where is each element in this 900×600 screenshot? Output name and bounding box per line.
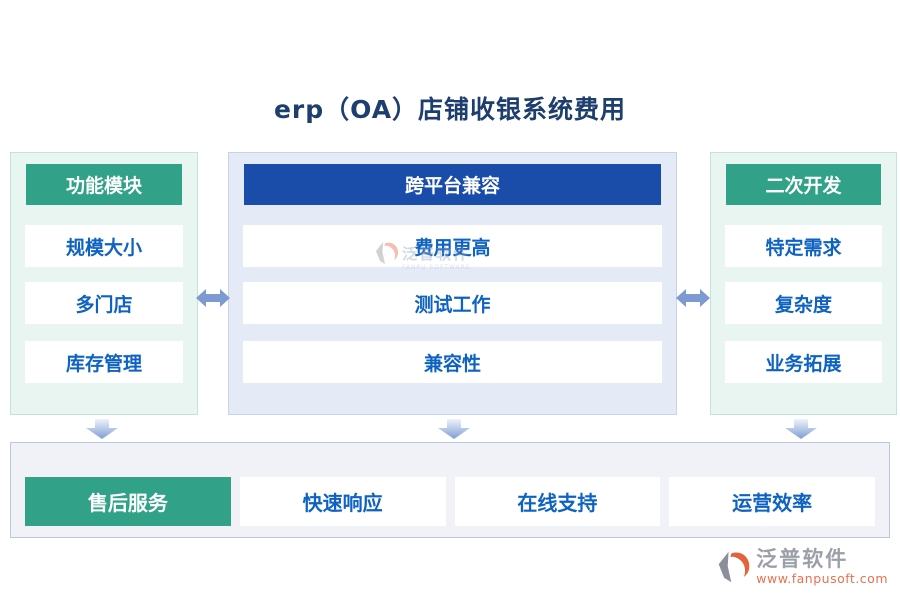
right-column-panel: 二次开发 特定需求 复杂度 业务拓展 — [710, 152, 897, 415]
footer-brand: 泛普软件 — [756, 547, 849, 571]
footer-url: www.fanpusoft.com — [756, 571, 888, 587]
footer-logo: 泛普软件 www.fanpusoft.com — [716, 547, 888, 590]
left-column-header: 功能模块 — [26, 164, 182, 205]
down-arrow-icon — [84, 419, 120, 439]
middle-column-item: 测试工作 — [243, 282, 662, 324]
left-column-item: 规模大小 — [25, 225, 183, 267]
left-column-panel: 功能模块 规模大小 多门店 库存管理 — [10, 152, 198, 415]
page-title: erp（OA）店铺收银系统费用 — [273, 95, 627, 124]
double-arrow-icon — [676, 285, 710, 311]
bottom-bar-item: 运营效率 — [669, 477, 875, 526]
left-column-item: 库存管理 — [25, 341, 183, 383]
left-column-item: 多门店 — [25, 282, 183, 324]
bottom-bar-item: 售后服务 — [25, 477, 231, 526]
right-column-item: 复杂度 — [725, 282, 882, 324]
right-column-item: 特定需求 — [725, 225, 882, 267]
middle-column-panel: 跨平台兼容 费用更高 测试工作 兼容性 — [228, 152, 677, 415]
middle-column-item: 兼容性 — [243, 341, 662, 383]
right-column-header: 二次开发 — [726, 164, 881, 205]
right-column-item: 业务拓展 — [725, 341, 882, 383]
fanpu-logo-icon — [716, 548, 752, 590]
bottom-bar-item: 快速响应 — [239, 477, 446, 526]
down-arrow-icon — [783, 419, 819, 439]
double-arrow-icon — [196, 285, 230, 311]
down-arrow-icon — [436, 419, 472, 439]
bottom-bar: 售后服务 快速响应 在线支持 运营效率 — [10, 442, 890, 538]
middle-column-header: 跨平台兼容 — [244, 164, 661, 205]
middle-column-item: 费用更高 — [243, 225, 662, 267]
bottom-bar-item: 在线支持 — [454, 477, 661, 526]
